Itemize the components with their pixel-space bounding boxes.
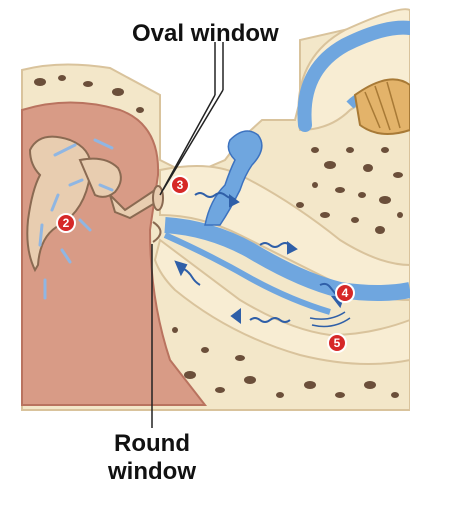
bone-pore: [58, 75, 66, 81]
round-window-label: Round window: [92, 430, 212, 486]
bone-pore: [304, 381, 316, 389]
bone-pore: [379, 196, 391, 204]
bone-pore: [335, 187, 345, 193]
fluid-flow-arrows: [174, 192, 345, 324]
marker-2-label: 2: [63, 216, 70, 230]
marker-5: 5: [327, 333, 347, 353]
bone-pore: [311, 147, 319, 153]
bone-pore: [184, 371, 196, 379]
bone-pore: [112, 88, 124, 96]
round-window-site: [152, 221, 162, 243]
bone-pore: [244, 376, 256, 384]
bone-pore: [296, 202, 304, 208]
marker-5-label: 5: [334, 336, 341, 350]
marker-3: 3: [170, 175, 190, 195]
bone-pore: [324, 161, 336, 169]
bone-pore: [320, 212, 330, 218]
oval-window-site: [152, 185, 164, 211]
marker-4-label: 4: [342, 286, 349, 300]
marker-4: 4: [335, 283, 355, 303]
bone-pore: [335, 392, 345, 398]
round-window-vibration: [309, 311, 351, 328]
bone-pore: [346, 147, 354, 153]
oval-window-label: Oval window: [132, 20, 279, 47]
bone-pore: [381, 147, 389, 153]
bone-pore: [393, 172, 403, 178]
marker-2: 2: [56, 213, 76, 233]
bone-pore: [363, 164, 373, 172]
bone-pore: [201, 347, 209, 353]
bone-pore: [235, 355, 245, 361]
bone-pore: [375, 226, 385, 234]
cochlear-duct: [163, 130, 412, 315]
leader-lines: [151, 42, 224, 428]
marker-3-label: 3: [177, 178, 184, 192]
bone-pore: [358, 192, 366, 198]
bone-pore: [136, 107, 144, 113]
bone-pore: [351, 217, 359, 223]
bone-pore: [391, 392, 399, 398]
bone-pore: [83, 81, 93, 87]
bone-pore: [34, 78, 46, 86]
round-window-label-line2: window: [108, 458, 196, 485]
cochlea-coil: [297, 8, 417, 135]
bone-pore: [312, 182, 318, 188]
sound-wave-marks: [38, 138, 114, 300]
step-markers: 2 3 4 5: [56, 175, 355, 353]
bone-pore: [215, 387, 225, 393]
bone-pore: [397, 212, 403, 218]
bone-pore: [276, 392, 284, 398]
bone-pore: [172, 327, 178, 333]
scala-tympani: [153, 238, 411, 365]
right-margin: [410, 0, 452, 508]
round-window-label-line1: Round: [114, 430, 190, 457]
bone-pore: [364, 381, 376, 389]
